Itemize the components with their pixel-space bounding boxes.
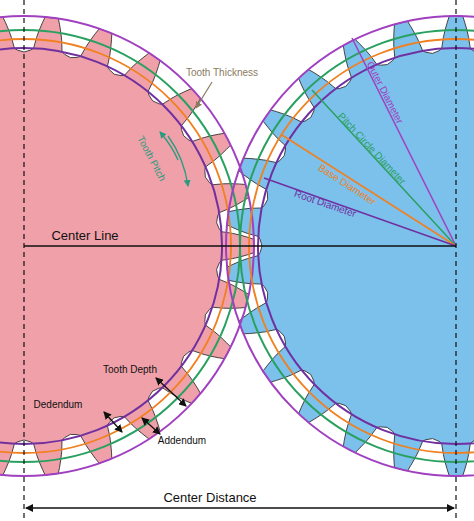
dedendum-label: Dedendum [34,399,83,410]
tooth-thickness-label: Tooth Thickness [186,67,258,78]
center-distance-label: Center Distance [163,491,256,505]
addendum-label: Addendum [158,435,206,446]
center-line-label: Center Line [51,229,118,243]
tooth-depth-label: Tooth Depth [103,364,157,375]
